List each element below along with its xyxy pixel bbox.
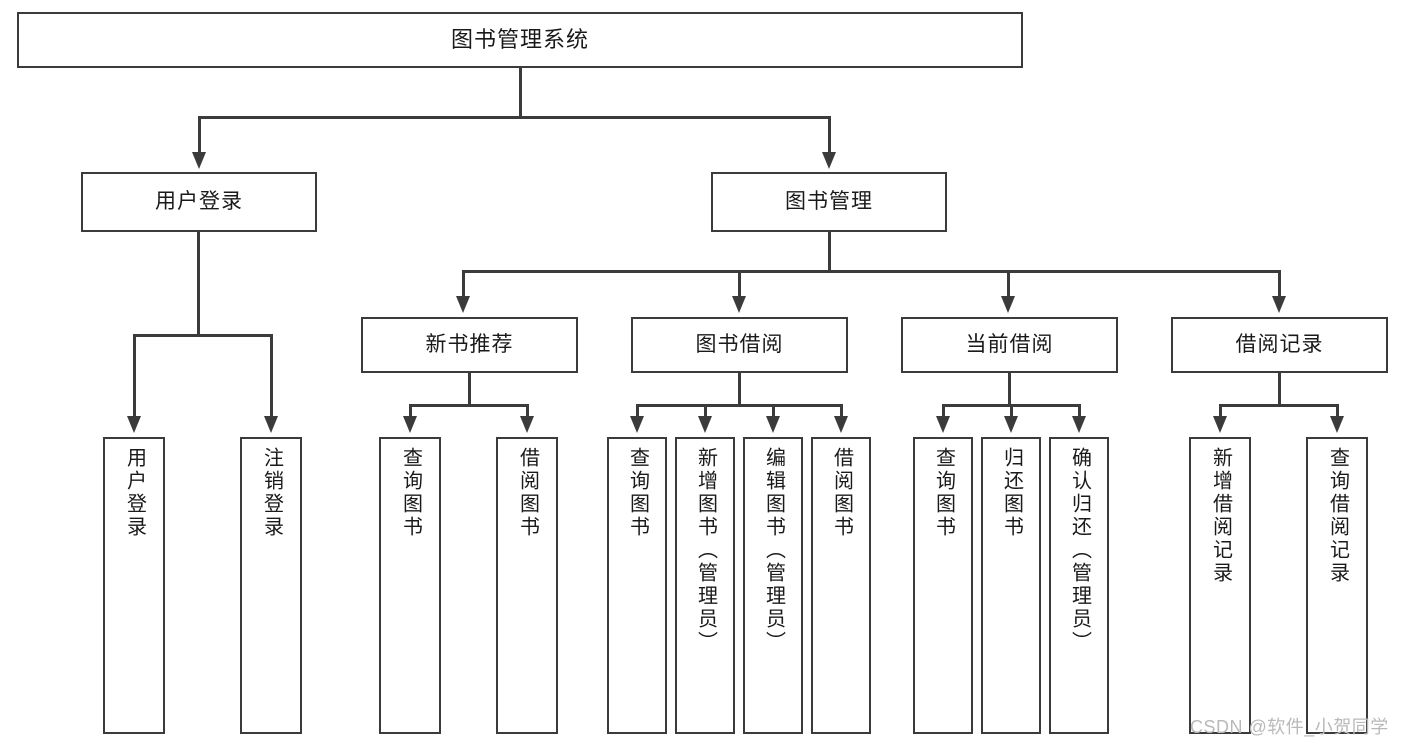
node-book-management[interactable]: 图书管理 [711,172,947,232]
node-label: 新书推荐 [425,333,514,357]
arrow-book-borrow-leaf1 [630,416,644,433]
node-label: 查询借阅记录 [1326,447,1349,585]
leaf-current-borrow-return-book[interactable]: 归还图书 [981,437,1041,734]
connector-book-borrow-bus [636,404,842,407]
node-label: 图书管理 [785,190,873,214]
leaf-new-book-borrow-book[interactable]: 借阅图书 [496,437,558,734]
connector-user-login-bus [133,334,272,337]
node-label: 注销登录 [260,447,283,539]
node-borrow-record[interactable]: 借阅记录 [1171,317,1388,373]
connector-book-borrow-leaf4 [840,404,843,418]
connector-user-login-stem [197,232,200,336]
arrow-to-new-book [456,296,470,313]
leaf-book-borrow-borrow-book[interactable]: 借阅图书 [811,437,871,734]
node-label: 借阅图书 [830,447,853,539]
connector-to-book-management [828,116,831,154]
arrow-borrow-record-leaf1 [1213,416,1227,433]
leaf-new-book-query-book[interactable]: 查询图书 [379,437,441,734]
leaf-book-borrow-edit-book-admin[interactable]: 编辑图书（管理员） [743,437,803,734]
node-book-borrow[interactable]: 图书借阅 [631,317,848,373]
leaf-user-login-logout[interactable]: 注销登录 [240,437,302,734]
node-label: 编辑图书（管理员） [762,447,785,654]
leaf-current-borrow-confirm-return-admin[interactable]: 确认归还（管理员） [1049,437,1109,734]
connector-to-new-book [462,270,465,298]
leaf-book-borrow-add-book-admin[interactable]: 新增图书（管理员） [675,437,735,734]
node-label: 查询图书 [399,447,422,539]
node-label: 归还图书 [1000,447,1023,539]
arrow-to-current-borrow [1001,296,1015,313]
leaf-current-borrow-query-book[interactable]: 查询图书 [913,437,973,734]
connector-borrow-record-leaf1 [1219,404,1222,418]
connector-borrow-record-stem [1278,373,1281,406]
connector-current-borrow-stem [1008,373,1011,406]
leaf-borrow-record-query-record[interactable]: 查询借阅记录 [1306,437,1368,734]
node-label: 图书借阅 [695,333,784,357]
arrow-user-login-leaf2 [264,416,278,433]
connector-to-user-login [198,116,201,154]
arrow-user-login-leaf1 [127,416,141,433]
arrow-new-book-leaf1 [403,416,417,433]
connector-borrow-record-bus [1219,404,1338,407]
connector-new-book-leaf2 [526,404,529,418]
node-root-book-management-system[interactable]: 图书管理系统 [17,12,1023,68]
connector-new-book-leaf1 [409,404,412,418]
leaf-borrow-record-add-record[interactable]: 新增借阅记录 [1189,437,1251,734]
node-label: 借阅图书 [516,447,539,539]
node-label: 用户登录 [123,447,146,539]
node-label: 图书管理系统 [450,26,589,52]
connector-level2-bus [198,116,830,119]
connector-user-login-leaf1 [133,334,136,418]
arrow-to-user-login [192,152,206,169]
node-label: 查询图书 [932,447,955,539]
arrow-to-book-management [822,152,836,169]
node-label: 新增图书（管理员） [694,447,717,654]
leaf-book-borrow-query-book[interactable]: 查询图书 [607,437,667,734]
connector-book-borrow-leaf1 [636,404,639,418]
leaf-user-login-login[interactable]: 用户登录 [103,437,165,734]
node-label: 查询图书 [626,447,649,539]
arrow-book-borrow-leaf4 [834,416,848,433]
connector-current-borrow-leaf1 [942,404,945,418]
arrow-current-borrow-leaf2 [1004,416,1018,433]
node-label: 确认归还（管理员） [1068,447,1091,654]
node-user-login[interactable]: 用户登录 [81,172,317,232]
arrow-new-book-leaf2 [520,416,534,433]
connector-book-borrow-leaf3 [772,404,775,418]
connector-book-management-stem [828,232,831,272]
connector-current-borrow-leaf2 [1010,404,1013,418]
connector-to-current-borrow [1007,270,1010,298]
node-new-book-recommend[interactable]: 新书推荐 [361,317,578,373]
node-label: 当前借阅 [965,333,1054,357]
connector-root-stem [519,68,522,118]
connector-level3-bus [462,270,1280,273]
connector-borrow-record-leaf2 [1336,404,1339,418]
node-current-borrow[interactable]: 当前借阅 [901,317,1118,373]
node-label: 借阅记录 [1235,333,1324,357]
connector-to-borrow-record [1278,270,1281,298]
connector-book-borrow-leaf2 [704,404,707,418]
arrow-to-borrow-record [1272,296,1286,313]
arrow-book-borrow-leaf3 [766,416,780,433]
connector-user-login-leaf2 [270,334,273,418]
connector-to-book-borrow [738,270,741,298]
arrow-to-book-borrow [732,296,746,313]
connector-book-borrow-stem [738,373,741,406]
node-label: 新增借阅记录 [1209,447,1232,585]
connector-new-book-stem [468,373,471,406]
connector-current-borrow-leaf3 [1078,404,1081,418]
arrow-current-borrow-leaf1 [936,416,950,433]
node-label: 用户登录 [155,190,243,214]
connector-new-book-bus [409,404,528,407]
arrow-borrow-record-leaf2 [1330,416,1344,433]
arrow-current-borrow-leaf3 [1072,416,1086,433]
arrow-book-borrow-leaf2 [698,416,712,433]
